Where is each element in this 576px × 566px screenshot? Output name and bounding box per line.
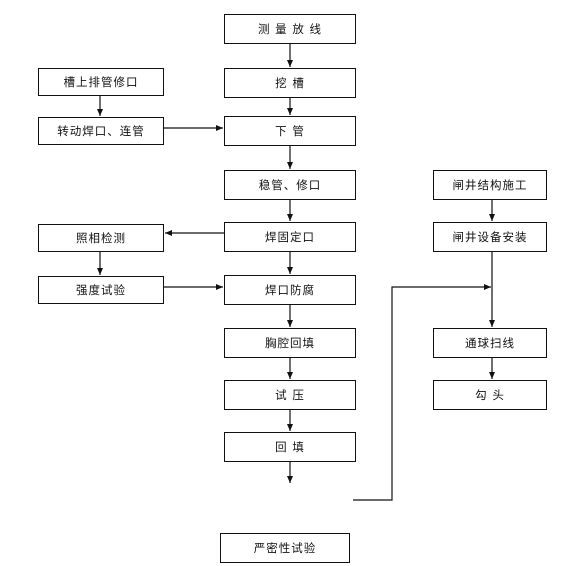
step-strength-test: 强度试验 <box>38 276 164 304</box>
step-label: 闸井结构施工 <box>452 178 528 192</box>
step-survey: 测 量 放 线 <box>224 14 356 44</box>
step-label: 挖 槽 <box>275 76 305 90</box>
step-label: 胸腔回填 <box>265 336 315 350</box>
step-pigging: 通球扫线 <box>433 328 547 358</box>
step-anticorrosion: 焊口防腐 <box>224 275 356 305</box>
step-backfill: 回 填 <box>224 432 356 462</box>
step-radiography: 照相检测 <box>38 224 164 252</box>
step-label: 回 填 <box>275 440 305 454</box>
step-well-equipment: 闸井设备安装 <box>433 222 547 252</box>
step-lower-pipe: 下 管 <box>224 116 356 146</box>
step-label: 强度试验 <box>76 283 126 297</box>
step-rotate-weld: 转动焊口、连管 <box>38 117 164 145</box>
step-label: 转动焊口、连管 <box>57 124 145 138</box>
bracket-line <box>353 284 491 501</box>
step-label: 测 量 放 线 <box>258 22 322 36</box>
step-label: 槽上排管修口 <box>63 75 139 89</box>
step-label: 闸井设备安装 <box>452 230 528 244</box>
step-well-structure: 闸井结构施工 <box>433 170 547 200</box>
step-backfill-partial: 胸腔回填 <box>224 328 356 358</box>
step-tie-in: 勾 头 <box>433 380 547 410</box>
step-tightness-test: 严密性试验 <box>220 533 350 563</box>
step-fixed-weld: 焊固定口 <box>224 222 356 252</box>
step-label: 照相检测 <box>76 231 126 245</box>
step-pressure-test: 试 压 <box>224 380 356 410</box>
step-label: 勾 头 <box>475 388 505 402</box>
step-label: 焊口防腐 <box>265 283 315 297</box>
step-trench: 挖 槽 <box>224 68 356 98</box>
step-label: 下 管 <box>275 124 305 138</box>
step-label: 严密性试验 <box>253 541 317 555</box>
step-label: 焊固定口 <box>265 230 315 244</box>
step-arrange-pipes: 槽上排管修口 <box>38 68 164 96</box>
step-stabilize: 稳管、修口 <box>224 170 356 200</box>
step-label: 通球扫线 <box>465 336 515 350</box>
step-label: 试 压 <box>275 388 305 402</box>
step-label: 稳管、修口 <box>258 178 322 192</box>
